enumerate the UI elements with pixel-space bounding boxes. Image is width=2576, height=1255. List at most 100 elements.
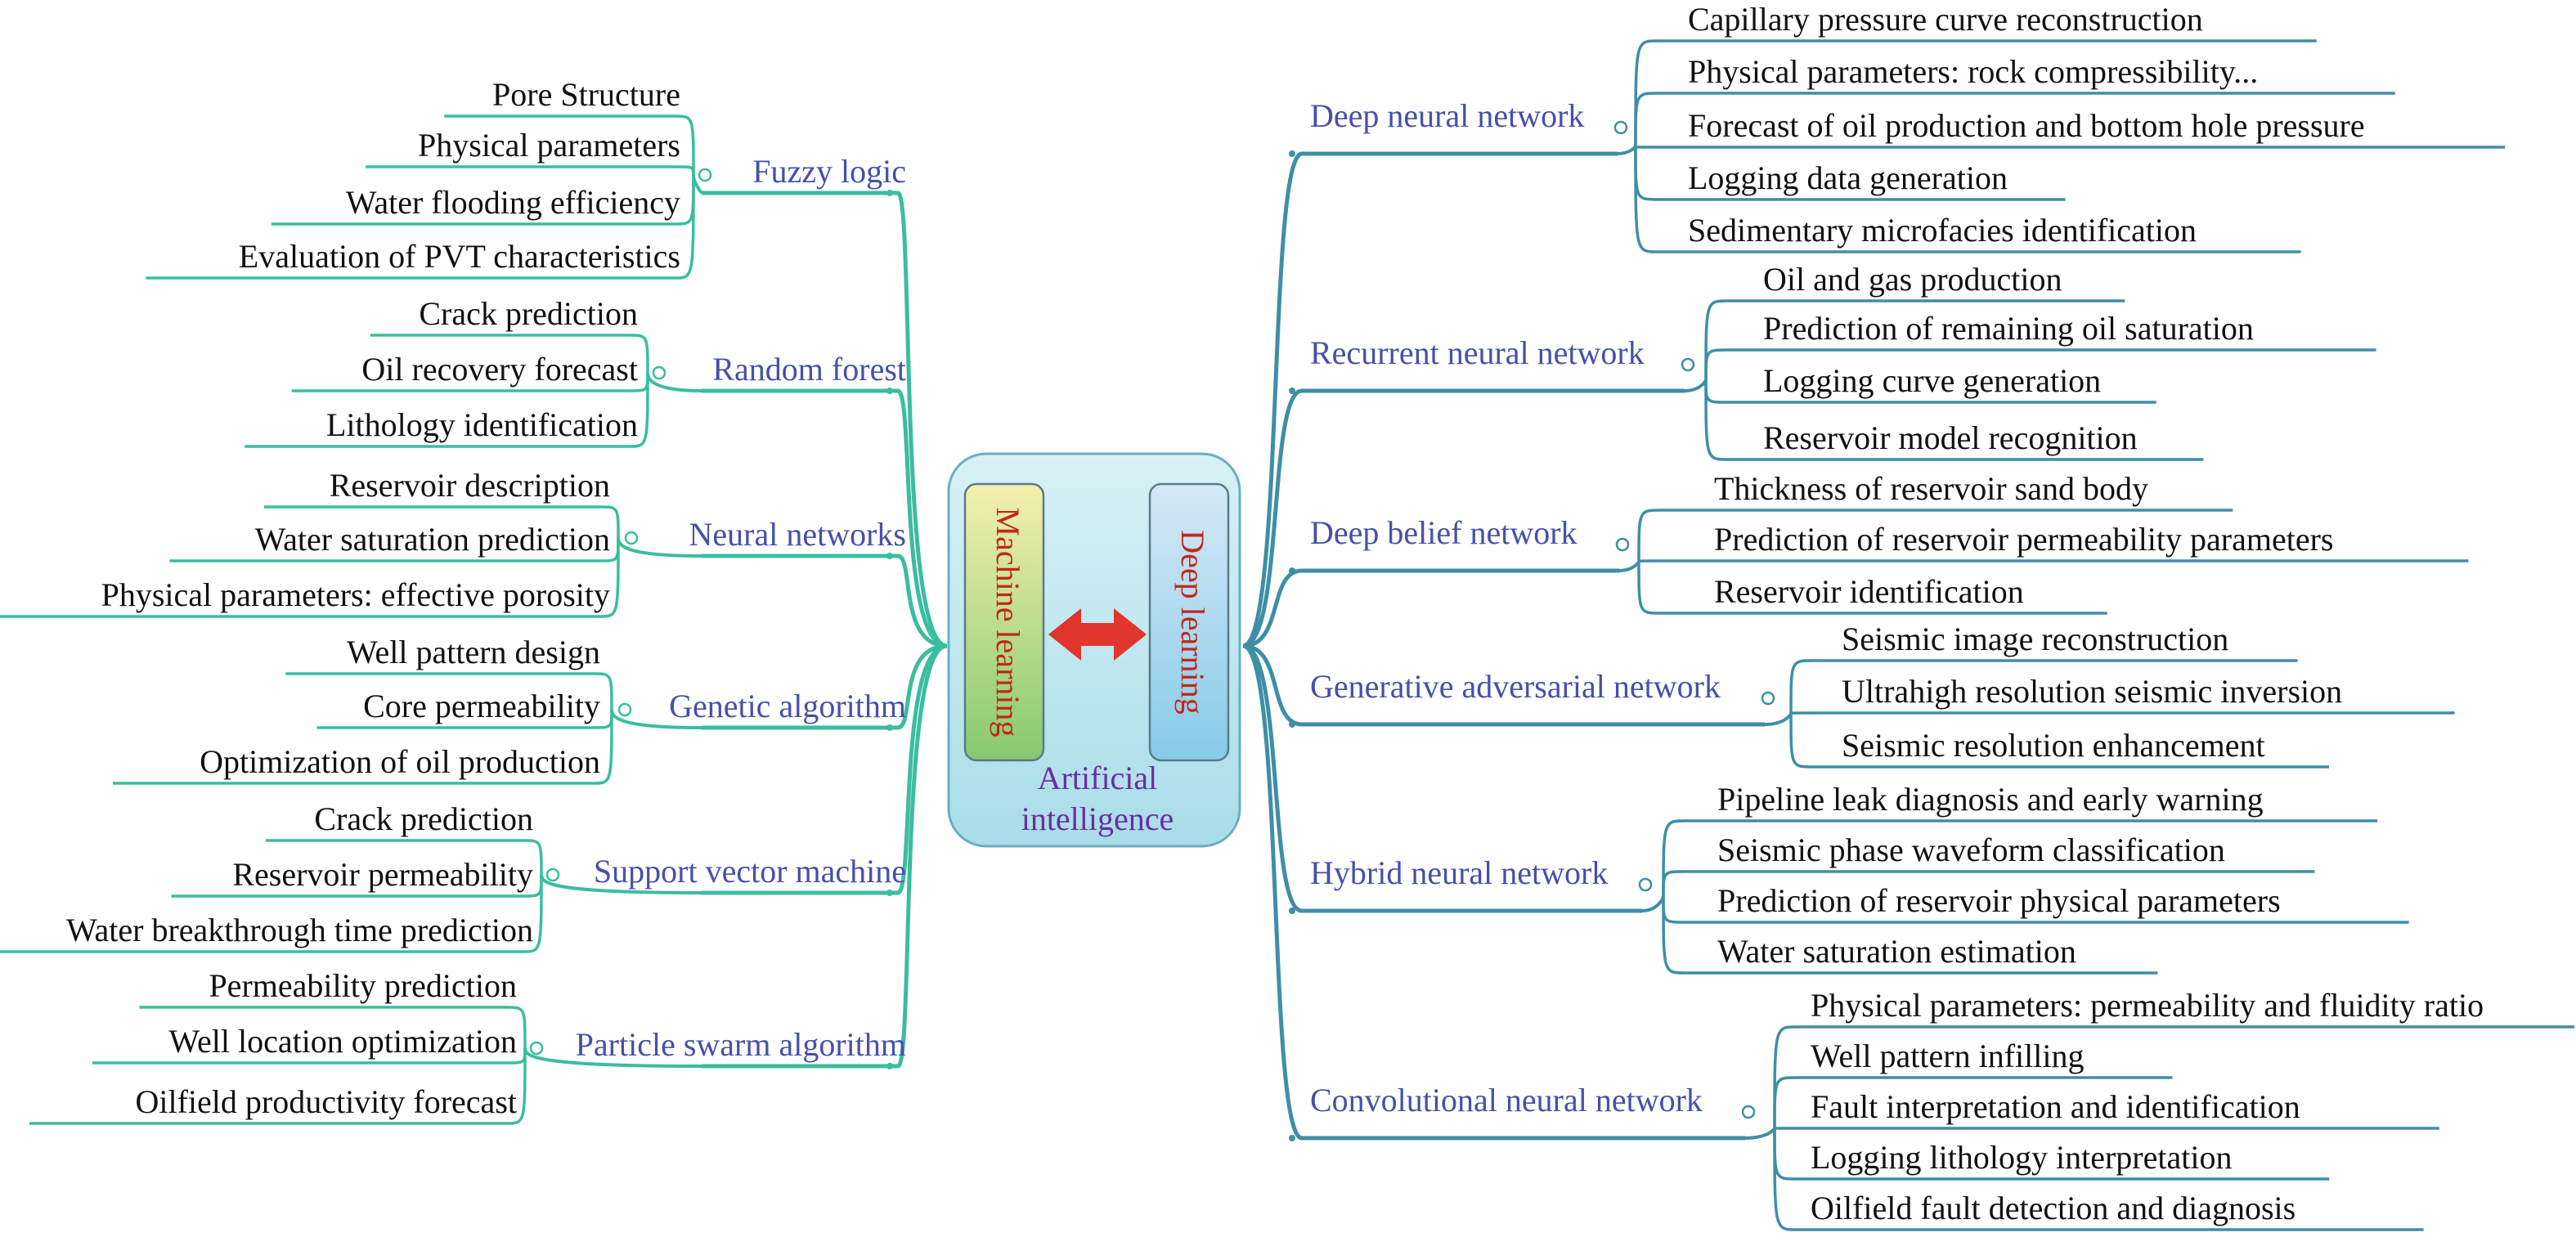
collapse-toggle-icon[interactable] <box>624 531 639 545</box>
leaf-well-pattern-design[interactable]: Well pattern design <box>347 634 600 670</box>
leaf-connector <box>113 709 613 785</box>
leaf-physical-parameters-effective-porosity[interactable]: Physical parameters: effective porosity <box>101 576 610 613</box>
leaf-seismic-resolution-enhancement[interactable]: Seismic resolution enhancement <box>1842 727 2265 764</box>
leaf-seismic-phase-waveform-classification[interactable]: Seismic phase waveform classification <box>1717 831 2225 868</box>
collapse-toggle-icon[interactable] <box>1615 537 1630 552</box>
leaf-ultrahigh-resolution-seismic-inversion[interactable]: Ultrahigh resolution seismic inversion <box>1842 673 2342 710</box>
leaf-connector <box>285 672 613 710</box>
leaf-forecast-of-oil-production-and-bottom-hole-pressure[interactable]: Forecast of oil production and bottom ho… <box>1688 107 2365 144</box>
leaf-prediction-of-reservoir-permeability-parameters[interactable]: Prediction of reservoir permeability par… <box>1714 521 2333 558</box>
leaf-pore-structure[interactable]: Pore Structure <box>492 76 680 113</box>
branch-label-genetic-algorithm[interactable]: Genetic algorithm <box>669 688 906 724</box>
collapse-toggle-icon[interactable] <box>1761 691 1775 706</box>
leaf-logging-curve-generation[interactable]: Logging curve generation <box>1763 362 2101 399</box>
branch-label-deep-neural-network[interactable]: Deep neural network <box>1310 97 1584 134</box>
branch-label-support-vector-machine[interactable]: Support vector machine <box>594 853 906 890</box>
bracket-join <box>1641 896 1665 912</box>
leaf-connector <box>1773 1127 2424 1231</box>
leaf-connector <box>1662 819 2378 898</box>
leaf-optimization-of-oil-production[interactable]: Optimization of oil production <box>200 743 600 780</box>
leaf-lithology-identification[interactable]: Lithology identification <box>326 406 638 443</box>
leaf-pipeline-leak-diagnosis-and-early-warning[interactable]: Pipeline leak diagnosis and early warnin… <box>1717 781 2264 818</box>
collapse-toggle-icon[interactable] <box>1613 120 1628 135</box>
leaf-fault-interpretation-and-identification[interactable]: Fault interpretation and identification <box>1811 1088 2300 1125</box>
machine-learning-label: Machine learning <box>990 508 1026 737</box>
leaf-reservoir-model-recognition[interactable]: Reservoir model recognition <box>1763 419 2138 456</box>
leaf-water-saturation-estimation[interactable]: Water saturation estimation <box>1717 933 2076 970</box>
leaf-connector <box>366 165 695 176</box>
leaf-reservoir-description[interactable]: Reservoir description <box>330 467 610 504</box>
collapse-toggle-icon[interactable] <box>1681 357 1695 372</box>
leaf-connector <box>1789 659 2298 715</box>
branch-label-fuzzy-logic[interactable]: Fuzzy logic <box>752 153 906 190</box>
leaf-oil-recovery-forecast[interactable]: Oil recovery forecast <box>361 351 638 388</box>
leaf-oil-and-gas-production[interactable]: Oil and gas production <box>1763 261 2062 298</box>
leaf-reservoir-permeability[interactable]: Reservoir permeability <box>232 856 533 893</box>
leaf-connector <box>1634 145 2506 149</box>
leaf-connector <box>139 1006 527 1049</box>
leaf-connector <box>1789 711 2455 715</box>
bracket-join <box>1684 379 1708 392</box>
branch-label-neural-networks[interactable]: Neural networks <box>689 516 906 553</box>
branch-label-deep-belief-network[interactable]: Deep belief network <box>1310 514 1577 551</box>
leaf-prediction-of-remaining-oil-saturation[interactable]: Prediction of remaining oil saturation <box>1763 310 2254 347</box>
bracket-join <box>1618 560 1640 572</box>
collapse-toggle-icon[interactable] <box>529 1041 544 1056</box>
branch-connector-support-vector-machine <box>702 643 948 895</box>
leaf-connector <box>1704 348 2376 381</box>
collapse-toggle-icon[interactable] <box>652 365 666 380</box>
branch-label-particle-swarm-algorithm[interactable]: Particle swarm algorithm <box>576 1026 906 1063</box>
leaf-connector <box>1704 299 2125 381</box>
leaf-logging-data-generation[interactable]: Logging data generation <box>1688 159 2008 196</box>
machine-learning-box <box>963 482 1045 762</box>
branch-connector-generative-adversarial-network <box>1242 643 1765 727</box>
leaf-crack-prediction[interactable]: Crack prediction <box>419 295 638 332</box>
connector-dot <box>1289 1135 1295 1141</box>
collapse-toggle-icon[interactable] <box>1741 1105 1756 1119</box>
double-arrow <box>1048 608 1147 661</box>
collapse-toggle-icon[interactable] <box>1638 877 1653 892</box>
leaf-connector <box>444 114 695 176</box>
leaf-well-pattern-infilling[interactable]: Well pattern infilling <box>1811 1038 2084 1074</box>
bracket-join <box>1617 145 1637 155</box>
leaf-physical-parameters-rock-compressibility[interactable]: Physical parameters: rock compressibilit… <box>1688 53 2258 90</box>
leaf-reservoir-identification[interactable]: Reservoir identification <box>1714 573 2024 610</box>
leaf-well-location-optimization[interactable]: Well location optimization <box>168 1023 517 1060</box>
leaf-oilfield-fault-detection-and-diagnosis[interactable]: Oilfield fault detection and diagnosis <box>1811 1190 2296 1226</box>
branch-connector-convolutional-neural-network <box>1242 643 1745 1141</box>
deep-learning-label: Deep learning <box>1174 530 1211 714</box>
leaf-physical-parameters[interactable]: Physical parameters <box>418 127 680 164</box>
leaf-water-breakthrough-time-prediction[interactable]: Water breakthrough time prediction <box>66 912 533 948</box>
leaf-physical-parameters-permeability-and-fluidity-ratio[interactable]: Physical parameters: permeability and fl… <box>1811 987 2484 1024</box>
leaf-prediction-of-reservoir-physical-parameters[interactable]: Prediction of reservoir physical paramet… <box>1717 882 2281 919</box>
leaf-thickness-of-reservoir-sand-body[interactable]: Thickness of reservoir sand body <box>1714 470 2148 507</box>
branch-label-hybrid-neural-network[interactable]: Hybrid neural network <box>1310 854 1608 891</box>
leaf-connector <box>29 1047 527 1125</box>
bracket-join <box>1764 713 1793 726</box>
leaf-logging-lithology-interpretation[interactable]: Logging lithology interpretation <box>1811 1139 2232 1176</box>
branch-connector-random-forest <box>702 388 948 648</box>
leaf-crack-prediction[interactable]: Crack prediction <box>314 800 533 837</box>
leaf-connector <box>1662 870 2315 898</box>
leaf-seismic-image-reconstruction[interactable]: Seismic image reconstruction <box>1842 621 2228 657</box>
branch-label-random-forest[interactable]: Random forest <box>712 351 906 388</box>
leaf-water-saturation-prediction[interactable]: Water saturation prediction <box>255 521 610 558</box>
collapse-toggle-icon[interactable] <box>545 867 560 882</box>
leaf-connector <box>0 537 620 618</box>
leaf-capillary-pressure-curve-reconstruction[interactable]: Capillary pressure curve reconstruction <box>1688 1 2203 38</box>
leaf-water-flooding-efficiency[interactable]: Water flooding efficiency <box>346 184 680 221</box>
leaf-oilfield-productivity-forecast[interactable]: Oilfield productivity forecast <box>135 1083 517 1120</box>
leaf-core-permeability[interactable]: Core permeability <box>363 688 600 724</box>
branch-connector-fuzzy-logic <box>702 190 948 648</box>
leaf-connector <box>1637 561 2107 615</box>
branch-label-generative-adversarial-network[interactable]: Generative adversarial network <box>1310 668 1721 705</box>
branch-label-recurrent-neural-network[interactable]: Recurrent neural network <box>1310 334 1645 371</box>
leaf-evaluation-of-pvt-characteristics[interactable]: Evaluation of PVT characteristics <box>239 238 680 275</box>
leaf-sedimentary-microfacies-identification[interactable]: Sedimentary microfacies identification <box>1688 212 2197 249</box>
leaf-permeability-prediction[interactable]: Permeability prediction <box>209 967 517 1004</box>
collapse-toggle-icon[interactable] <box>698 168 712 182</box>
connector-dot <box>886 190 893 196</box>
connector-dot <box>1289 567 1295 574</box>
collapse-toggle-icon[interactable] <box>617 702 632 717</box>
branch-label-convolutional-neural-network[interactable]: Convolutional neural network <box>1310 1082 1703 1118</box>
